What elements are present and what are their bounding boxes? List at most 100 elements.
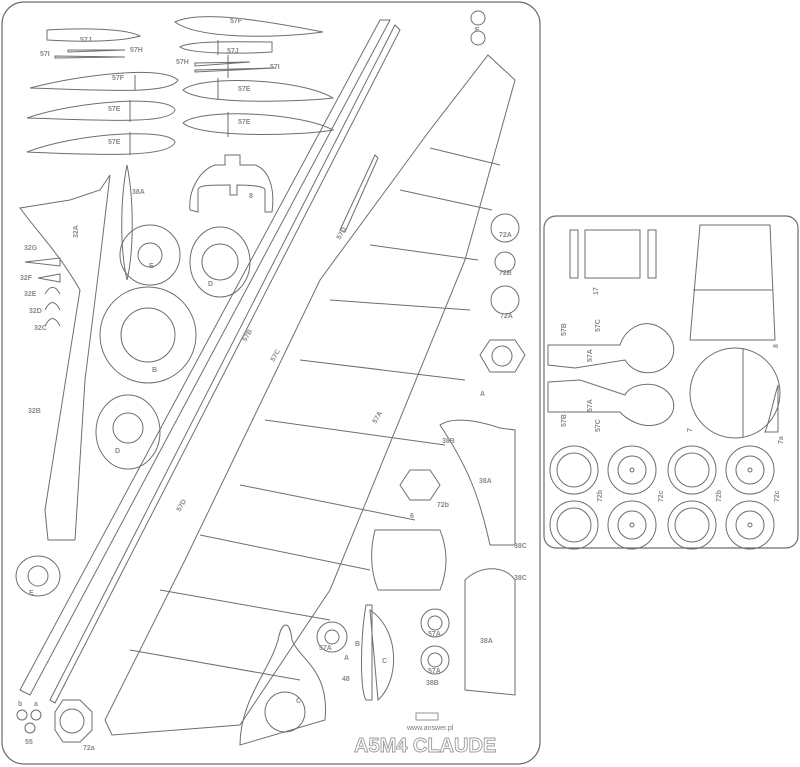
part-label: a [34, 701, 38, 708]
part-72a [54, 699, 93, 743]
part-label: 72A [500, 313, 513, 320]
part-label: A [344, 655, 349, 662]
part-label: 57F [112, 75, 125, 82]
side-parts [547, 224, 781, 550]
part-label: E [149, 263, 154, 270]
part-label: 57H [130, 47, 143, 54]
part-A [479, 339, 526, 373]
part-label: A [480, 391, 485, 398]
part-label: 17 [593, 287, 600, 295]
part-label: 32B [28, 408, 41, 415]
part-label: 32G [24, 245, 38, 252]
part-label: 72c [774, 490, 781, 502]
part-label: 32F [20, 275, 33, 282]
part-label: C [382, 658, 387, 665]
part-label: 57A [587, 349, 594, 362]
spar-57D [49, 24, 401, 704]
part-label: 48 [342, 676, 350, 683]
part-label: 32D [29, 308, 42, 315]
part-label: 57C [595, 419, 602, 432]
part-6 [371, 529, 447, 591]
part-38A-rudder [464, 568, 516, 696]
part-label: C [296, 698, 301, 705]
rib-57E-2 [26, 133, 176, 155]
rib-57E-right-2 [182, 113, 335, 135]
part-label: 32E [24, 291, 37, 298]
part-7a [764, 384, 779, 433]
rib-57J-right [179, 41, 273, 54]
part-label: 8 [249, 193, 253, 200]
rib-57E [26, 100, 176, 121]
part-label: 72c [658, 490, 665, 502]
part-7 [689, 347, 781, 439]
answer-logo [415, 712, 439, 721]
part-label: 57E [238, 86, 251, 93]
part-C-small [369, 609, 395, 702]
part-label: B [355, 641, 360, 648]
branding: www.answer.pl A5M4 CLAUDE [354, 712, 497, 757]
side-sheet-outline [543, 215, 799, 549]
website-url: www.answer.pl [406, 725, 454, 732]
part-label: D [115, 448, 120, 455]
wheels [549, 445, 775, 550]
part-label: 38A [479, 478, 492, 485]
part-32A [19, 174, 111, 541]
part-label: 57E [108, 106, 121, 113]
part-label: 57J [80, 37, 92, 44]
part-label: b [18, 701, 22, 708]
part-label: 8 [773, 344, 780, 348]
part-label: 55 [25, 739, 33, 746]
part-8 [189, 154, 274, 213]
part-label: 57J [227, 48, 239, 55]
rib-57F [29, 72, 179, 91]
part-label: 72a [83, 745, 95, 752]
main-sheet-outline [1, 1, 541, 765]
part-label: 57I [270, 64, 280, 71]
part-label: 72A [499, 232, 512, 239]
part-label: 72b [597, 490, 604, 502]
part-label: F [475, 27, 480, 34]
part-label: 57E [238, 119, 251, 126]
part-57A-lower [547, 379, 675, 427]
part-8-stabilizer [689, 224, 776, 341]
part-label: 38C [514, 575, 527, 582]
part-label: 72b [437, 502, 449, 509]
sheet-title: A5M4 CLAUDE [354, 735, 496, 757]
part-label: 57E [108, 139, 121, 146]
part-label: 57B [561, 414, 568, 427]
part-label: 57A [428, 631, 441, 638]
part-label: 57F [230, 18, 243, 25]
part-label: 57H [176, 59, 189, 66]
part-label: 57C [595, 319, 602, 332]
rib-57J [46, 28, 142, 42]
part-label: 6 [410, 513, 414, 520]
part-label: 72B [499, 270, 512, 277]
part-label: B [152, 367, 157, 374]
part-label: 72b [716, 490, 723, 502]
part-label: 38B [426, 680, 439, 687]
part-label: 38A [480, 638, 493, 645]
wing-panel-57A [104, 54, 516, 736]
part-label: 38C [514, 543, 527, 550]
part-label: 7a [778, 436, 785, 444]
part-label: D [208, 281, 213, 288]
part-label: 57A [428, 668, 441, 675]
part-label: 57I [40, 51, 50, 58]
rib-57F-right [174, 16, 324, 37]
part-57A-upper [547, 323, 675, 374]
part-38A [121, 164, 133, 281]
part-label: 32C [34, 325, 47, 332]
part-label: 38A [132, 189, 145, 196]
part-label: 38B [442, 438, 455, 445]
main-parts [15, 10, 526, 746]
part-label: 7 [687, 428, 694, 432]
part-label: 32A [73, 225, 80, 238]
part-72b [399, 469, 441, 501]
spar-57B [19, 19, 391, 696]
part-label: E [29, 590, 34, 597]
part-C [239, 624, 327, 746]
part-label: 57A [587, 399, 594, 412]
part-38A-fin [439, 419, 516, 546]
part-label: 57B [561, 323, 568, 336]
